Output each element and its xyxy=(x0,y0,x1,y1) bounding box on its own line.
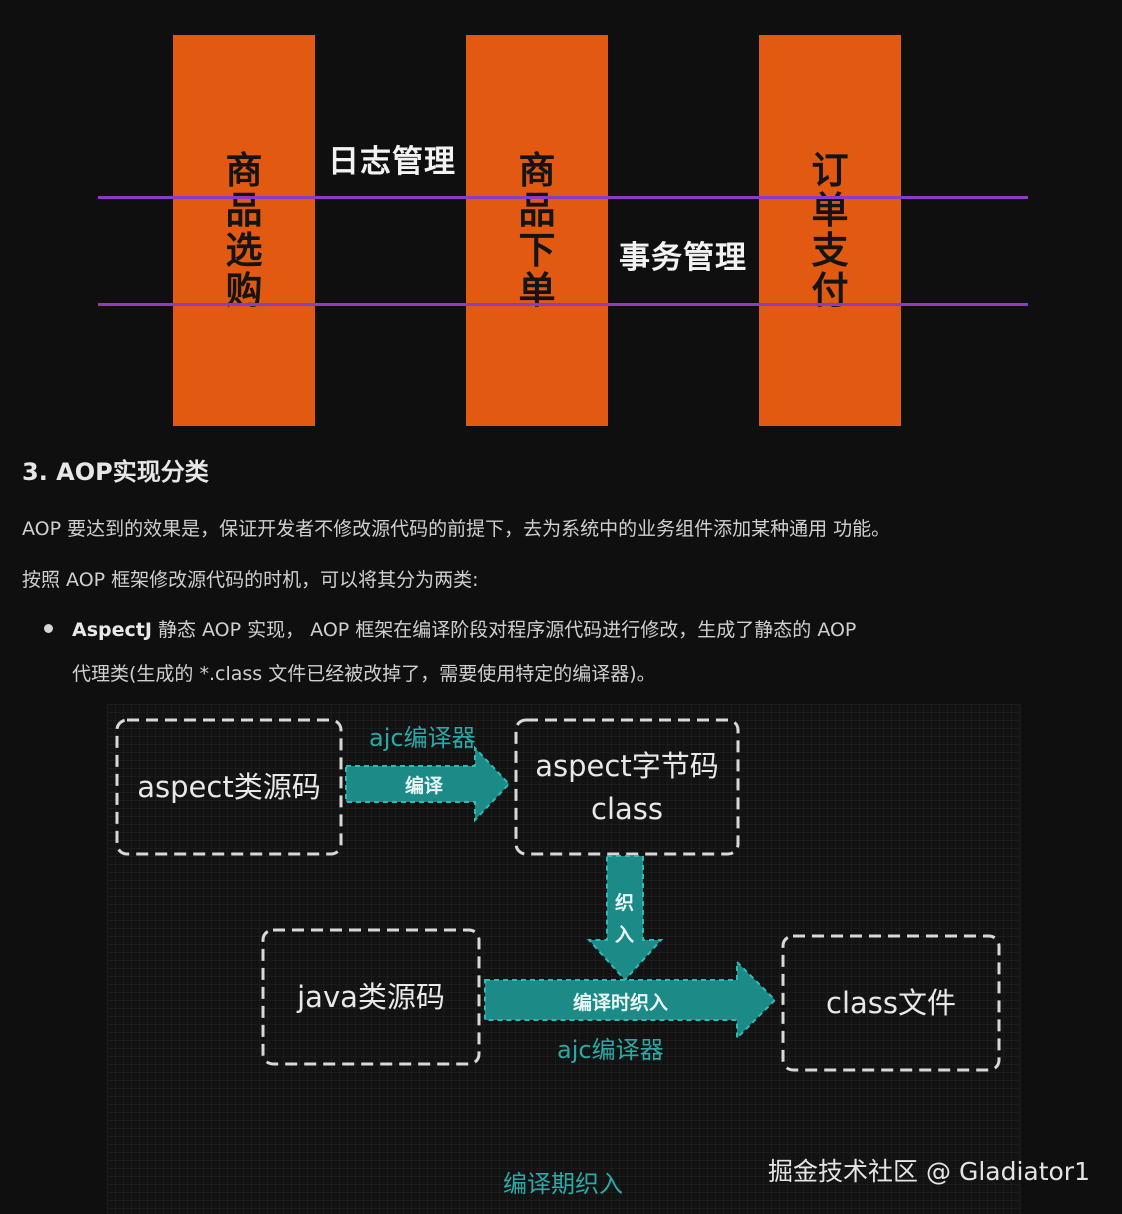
cross-cut-line-top xyxy=(98,196,1028,199)
class-file-box xyxy=(781,934,1001,1072)
ajc-compiler-bottom-label: ajc编译器 xyxy=(557,1036,664,1064)
aspect-bytecode-box xyxy=(514,718,740,856)
compile-weave-arrow xyxy=(484,959,777,1041)
aspect-source-label: aspect类源码 xyxy=(137,770,321,804)
compile-arrow-label: 编译 xyxy=(405,775,444,797)
bullet-aspectj-term: AspectJ xyxy=(72,619,152,641)
section-heading: 3. AOP实现分类 xyxy=(22,458,209,486)
java-source-box xyxy=(261,928,481,1066)
compile-diagram-shapes xyxy=(115,718,1001,1072)
aspect-source-box xyxy=(115,718,343,856)
compile-weaving-caption: 编译期织入 xyxy=(503,1170,623,1198)
pillar-label: 商 品 选 购 xyxy=(225,149,263,312)
concern-transaction-management: 事务管理 xyxy=(619,240,747,276)
cross-cut-line-bottom xyxy=(98,303,1028,306)
aop-concept-diagram: 商 品 选 购 商 品 下 单 订 单 支 付 日志管理 事务管理 xyxy=(0,0,1122,440)
bullet-marker xyxy=(44,624,53,633)
weave-arrow xyxy=(586,855,664,982)
bullet-aspectj-line2: 代理类(生成的 *.class 文件已经被改掉了，需要使用特定的编译器)。 xyxy=(72,663,656,685)
compile-arrow xyxy=(345,745,511,823)
paragraph-aop-classification: 按照 AOP 框架修改源代码的时机，可以将其分为两类: xyxy=(22,569,479,591)
aspect-bytecode-label: aspect字节码 xyxy=(535,749,719,783)
pillar-order-payment: 订 单 支 付 xyxy=(759,35,901,426)
source-watermark: 掘金技术社区 @ Gladiator1 xyxy=(768,1157,1090,1186)
weave-arrow-label-1: 织 xyxy=(615,892,635,914)
ajc-compiler-top-label: ajc编译器 xyxy=(369,724,476,752)
pillar-label: 订 单 支 付 xyxy=(811,149,849,312)
paragraph-aop-goal: AOP 要达到的效果是，保证开发者不修改源代码的前提下，去为系统中的业务组件添加… xyxy=(22,518,891,540)
bullet-aspectj-line1: AspectJ 静态 AOP 实现， AOP 框架在编译阶段对程序源代码进行修改… xyxy=(72,615,856,642)
compile-weave-arrow-label: 编译时织入 xyxy=(573,992,669,1014)
concern-log-management: 日志管理 xyxy=(328,144,456,180)
pillar-label: 商 品 下 单 xyxy=(518,149,556,312)
pillar-product-order: 商 品 下 单 xyxy=(466,35,608,426)
compile-weaving-diagram: aspect类源码 aspect字节码 class java类源码 class文… xyxy=(107,704,1022,1214)
java-source-label: java类源码 xyxy=(297,980,445,1014)
bullet-aspectj-text: 静态 AOP 实现， AOP 框架在编译阶段对程序源代码进行修改，生成了静态的 … xyxy=(151,619,857,641)
pillar-product-browse: 商 品 选 购 xyxy=(173,35,315,426)
class-file-label: class文件 xyxy=(826,986,956,1020)
aspect-bytecode-class-label: class xyxy=(591,792,663,826)
weave-arrow-label-2: 入 xyxy=(615,924,635,946)
